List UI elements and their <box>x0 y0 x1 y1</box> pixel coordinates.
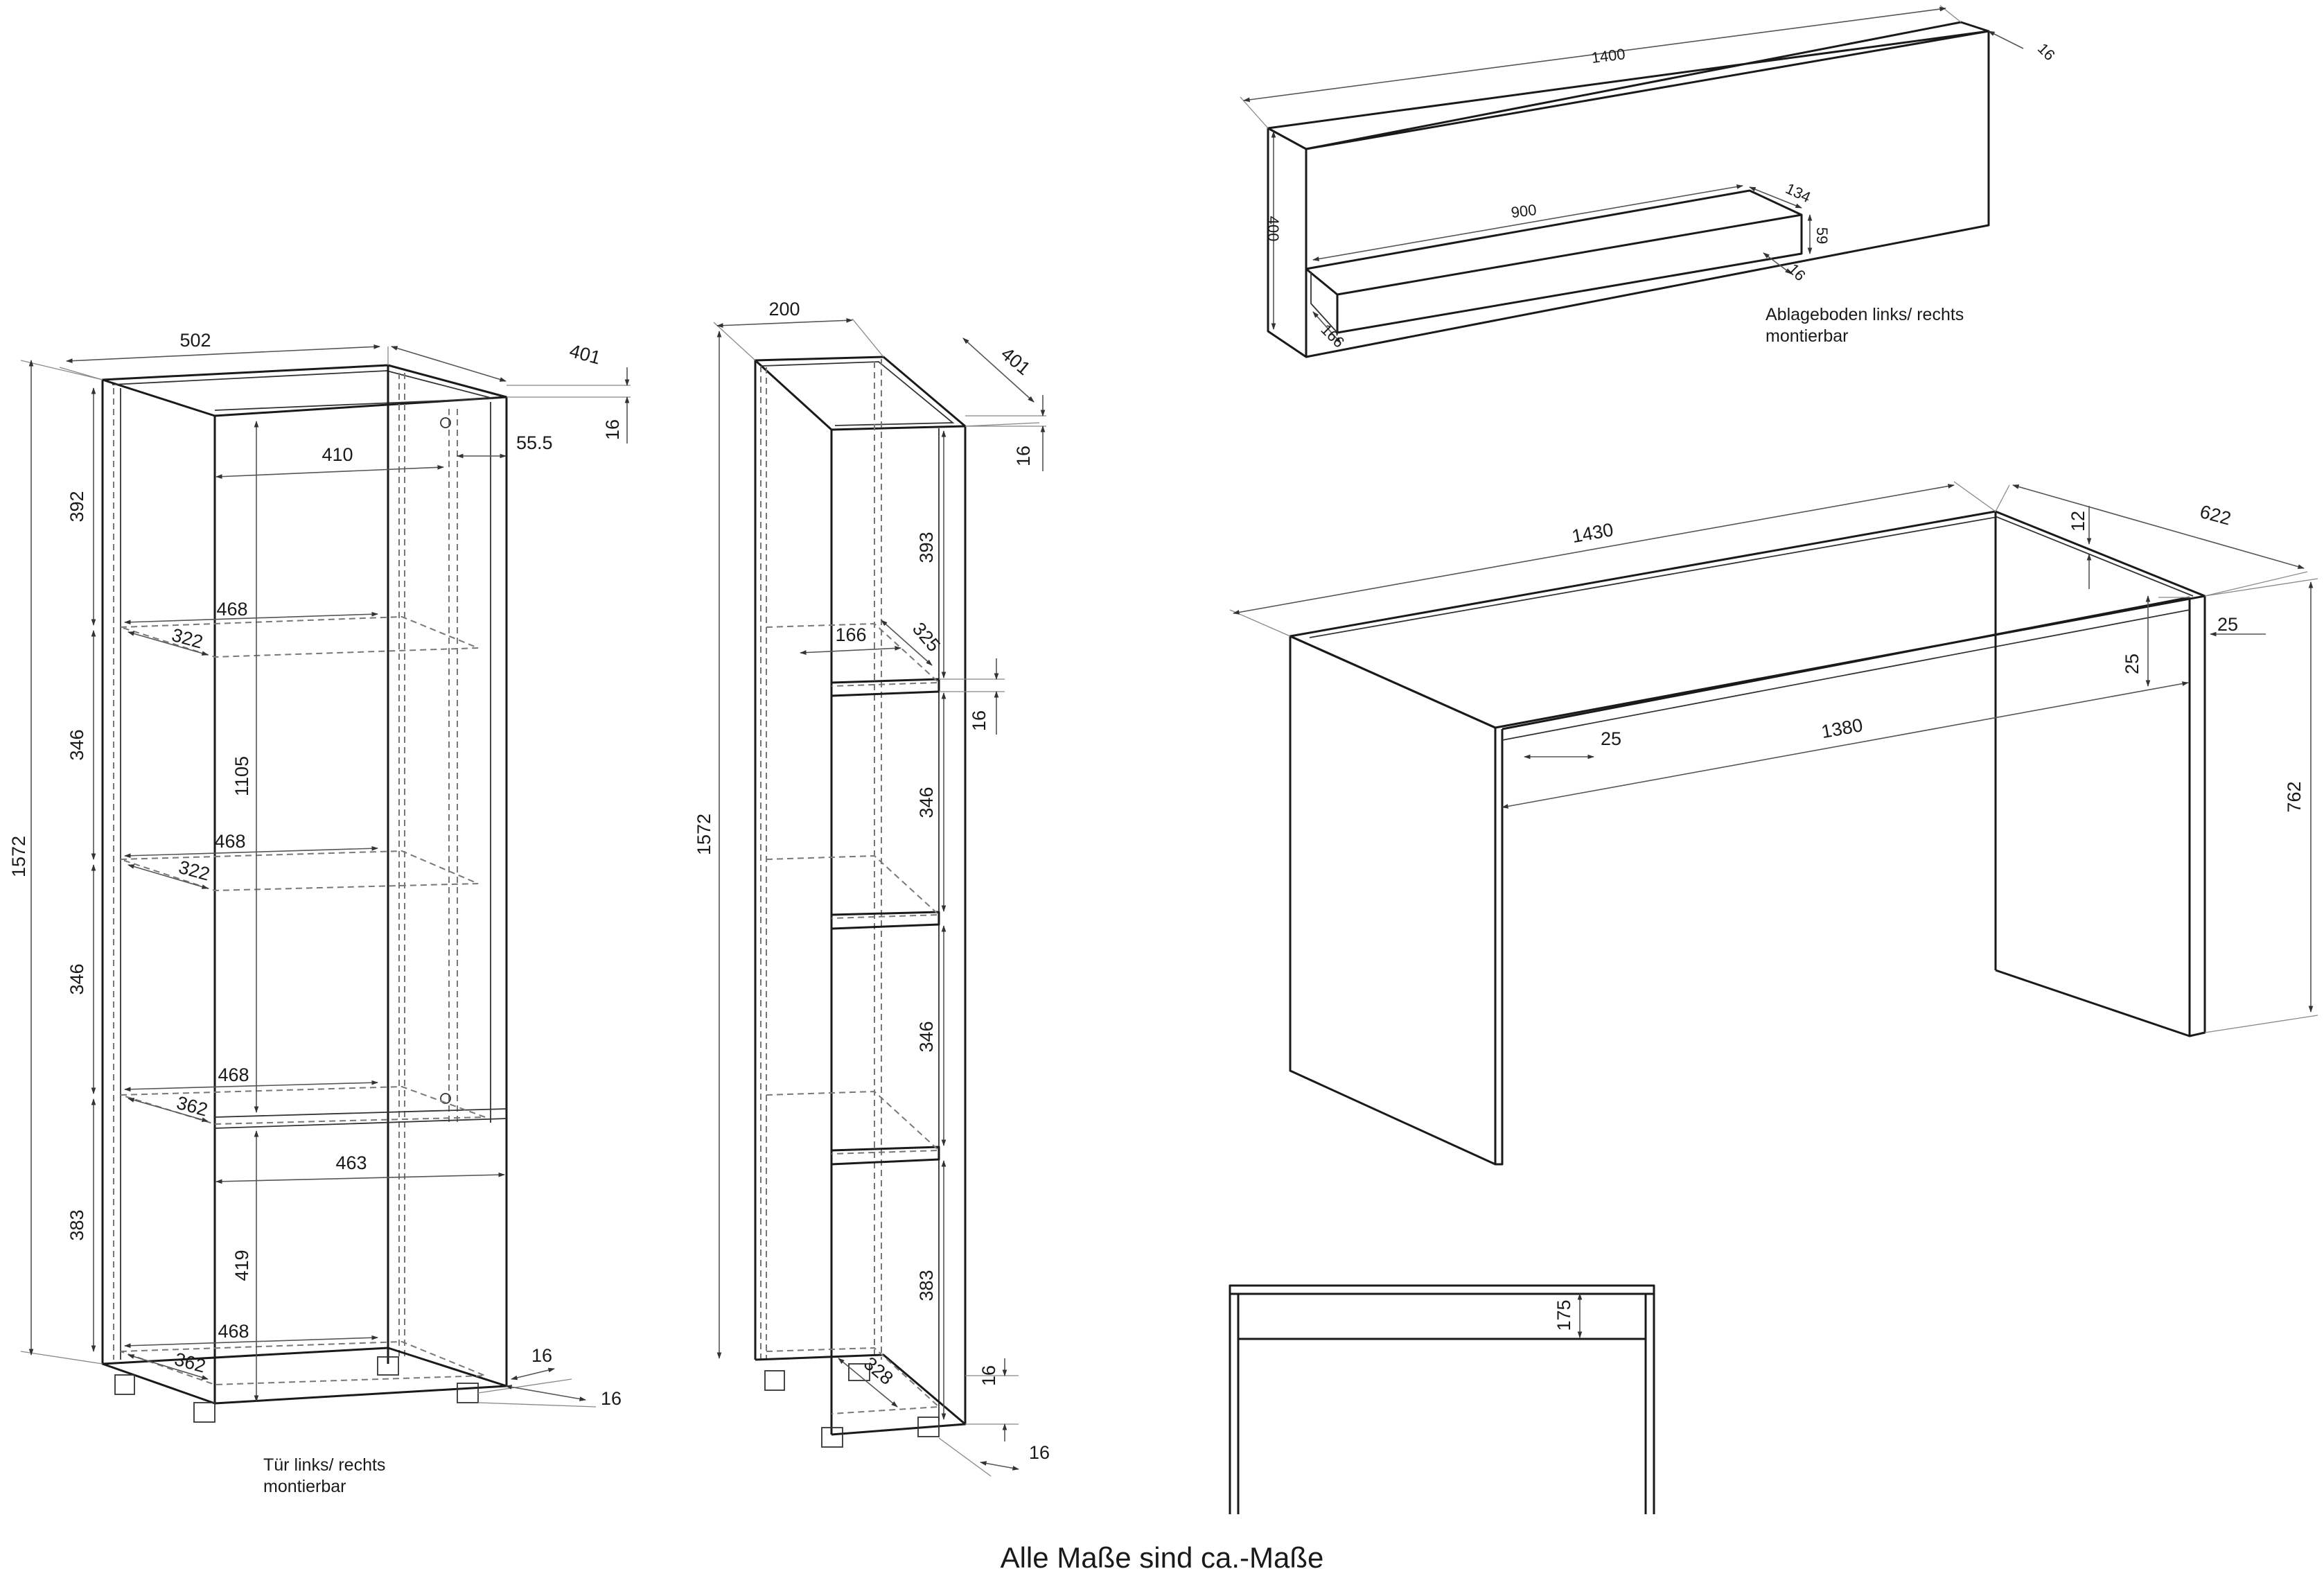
footer-note: Alle Maße sind ca.-Maße <box>1001 1541 1324 1574</box>
desk-width-label: 1430 <box>1570 519 1614 547</box>
wall-panel-shelf-height-label: 59 <box>1813 227 1831 244</box>
shelf-unit-width-label: 200 <box>768 299 800 319</box>
shelf-unit-height-label: 1572 <box>694 814 714 855</box>
desk-front-apron-label: 175 <box>1553 1299 1574 1331</box>
cabinet-top-thickness-label: 16 <box>602 419 623 440</box>
wall-panel-height-label: 400 <box>1265 216 1282 242</box>
shelf-unit-feet <box>764 1363 940 1448</box>
cabinet-compartment-3-label: 346 <box>67 963 87 994</box>
cabinet-shelf-4-depth-label: 362 <box>173 1349 208 1377</box>
shelf-unit-compartment-2-label: 346 <box>916 787 937 818</box>
desk-side-thickness-label: 25 <box>2217 614 2238 635</box>
shelf-unit-foot-offset-label: 16 <box>1029 1442 1050 1463</box>
wall-panel-note-line2: montierbar <box>1766 326 1849 346</box>
cabinet-inner-width-label: 410 <box>322 444 353 465</box>
desk-leg-thickness-label: 25 <box>1601 728 1621 749</box>
cabinet-body <box>101 364 508 1405</box>
cabinet-height-label: 1572 <box>8 836 29 877</box>
shelf-unit-body <box>754 356 967 1436</box>
cabinet-shelf-1-width-label: 468 <box>216 599 247 620</box>
desk-body <box>1289 510 2206 1166</box>
wall-panel-note-line1: Ablageboden links/ rechts <box>1766 305 1964 324</box>
shelf-unit-bottom-depth-label: 328 <box>860 1353 897 1389</box>
wall-panel-width-label: 1400 <box>1590 45 1626 67</box>
cabinet-feet <box>114 1356 479 1423</box>
desk-depth-label: 622 <box>2198 501 2233 529</box>
cabinet-shelf-2-width-label: 468 <box>214 831 245 852</box>
cabinet-shelf-4-width-label: 468 <box>218 1321 249 1342</box>
cabinet-compartment-4-label: 383 <box>67 1209 87 1241</box>
desk-front-view: 175 <box>1229 1284 1655 1514</box>
cabinet-shelf-3-width-label: 468 <box>218 1064 249 1085</box>
shelf-unit-top-thickness-label: 16 <box>1013 446 1034 466</box>
cabinet-width-label: 502 <box>179 330 211 351</box>
cabinet-compartment-2-label: 346 <box>67 729 87 760</box>
wall-panel-shelf-offset-label: 166 <box>1317 321 1348 351</box>
shelf-unit-shelf-width-label: 166 <box>835 624 866 645</box>
cabinet-door-note-line1: Tür links/ rechts <box>263 1455 385 1475</box>
shelf-unit-shelf-thickness-label: 16 <box>969 710 989 731</box>
cabinet-shelf-1-depth-label: 322 <box>170 624 205 653</box>
cabinet-door-note-line2: montierbar <box>263 1477 346 1496</box>
wall-panel-shelf-length-label: 900 <box>1510 201 1537 221</box>
cabinet-depth-label: 401 <box>567 340 603 369</box>
cabinet-foot-height-label: 16 <box>601 1388 622 1409</box>
cabinet-shelf-3-depth-label: 362 <box>175 1092 210 1121</box>
desk-drawing: 1430 622 12 25 25 25 1380 762 <box>1229 481 2318 1166</box>
desk-inner-width-label: 1380 <box>1820 715 1864 742</box>
shelf-unit-compartment-1-label: 393 <box>916 532 937 563</box>
desk-top-thickness-label: 12 <box>2068 511 2088 532</box>
shelf-unit-compartment-4-label: 383 <box>916 1270 937 1301</box>
cabinet-lower-door-width-label: 463 <box>335 1152 367 1173</box>
wall-panel-drawing: 1400 16 400 900 134 59 16 166 Ablagebode… <box>1240 5 2059 358</box>
cabinet-lower-door-height-label: 419 <box>231 1250 252 1281</box>
shelf-unit-drawing: 200 401 16 1572 393 346 346 383 166 325 … <box>694 299 1050 1477</box>
wall-panel-thickness-label: 16 <box>2034 40 2059 64</box>
cabinet-door-inset-label: 55.5 <box>516 432 553 453</box>
cabinet-compartment-1-label: 392 <box>67 491 87 522</box>
shelf-unit-compartment-3-label: 346 <box>916 1021 937 1052</box>
cabinet-foot-offset-label: 16 <box>531 1345 552 1366</box>
cabinet-glass-door-height-label: 1105 <box>231 756 252 796</box>
desk-height-label: 762 <box>2284 781 2305 812</box>
cabinet-drawing: 502 401 16 55.5 410 1572 392 346 346 383… <box>8 330 631 1496</box>
shelf-unit-foot-height-label: 16 <box>978 1365 999 1386</box>
desk-apron-height-label: 25 <box>2122 654 2142 674</box>
